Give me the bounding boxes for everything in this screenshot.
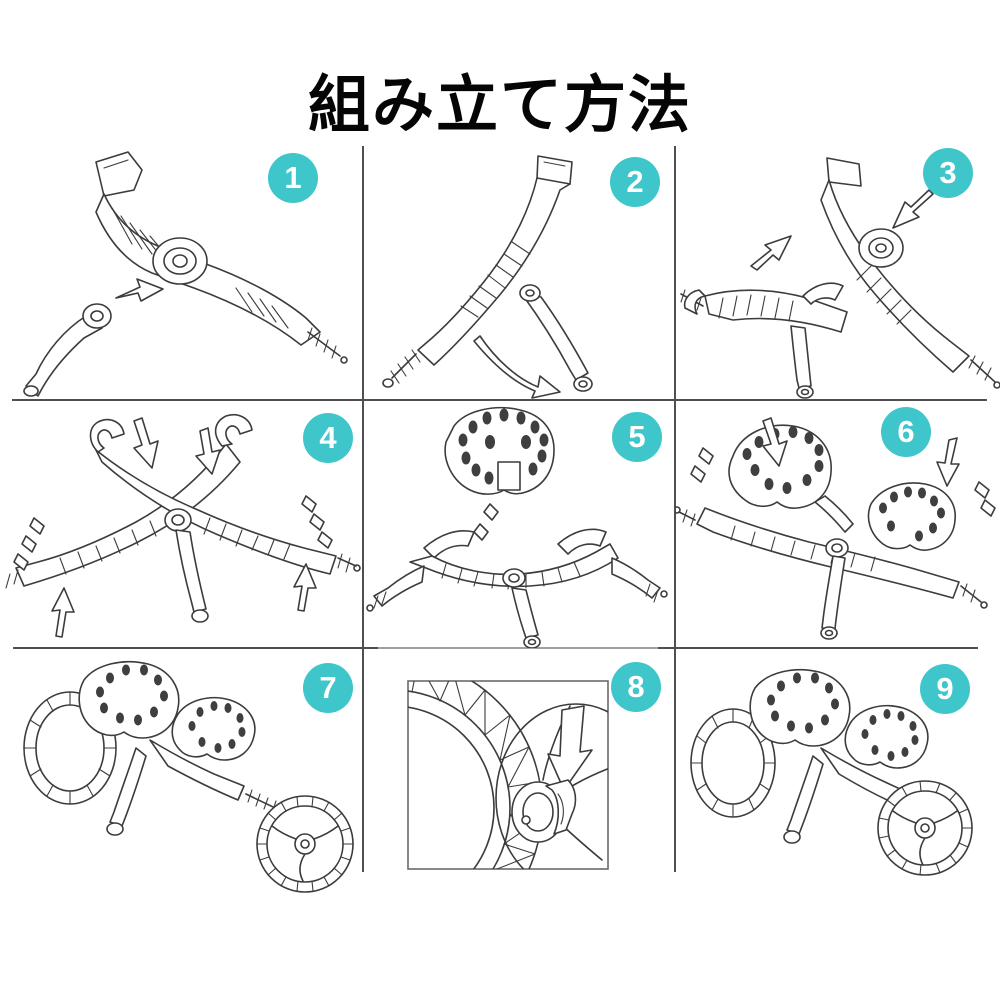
step-5-illustration [366,406,668,648]
step-9-illustration [690,668,973,876]
step-3-cell [675,146,1000,400]
step-1-badge: 1 [268,153,318,203]
step-1-illustration [23,151,348,397]
step-5-cell [362,400,674,648]
grid-line-vertical-1 [362,146,364,872]
step-2-cell [362,146,674,400]
grid-line-vertical-2 [674,146,676,872]
step-4-cell [0,400,363,648]
step-3-illustration [680,157,1000,399]
step-8-cell [362,648,674,900]
step-7-illustration [23,660,354,893]
step-6-cell [675,400,1000,648]
step-4-badge: 4 [303,413,353,463]
step-4-illustration [5,414,361,638]
grid-line-horizontal-2-right [658,647,978,649]
step-9-badge: 9 [920,664,970,714]
grid-line-horizontal-2-middle [378,647,658,649]
step-7-cell [0,648,363,900]
step-8-illustration [407,680,609,870]
step-7-badge: 7 [303,663,353,713]
step-6-badge: 6 [881,407,931,457]
step-6-illustration [675,417,996,640]
step-8-badge: 8 [611,662,661,712]
step-1-cell [0,146,363,400]
step-2-illustration [382,155,593,399]
step-3-badge: 3 [923,148,973,198]
step-5-badge: 5 [612,412,662,462]
step-2-badge: 2 [610,157,660,207]
grid-line-horizontal-1 [12,399,987,401]
grid-line-horizontal-2-left [13,647,378,649]
page-title: 組み立て方法 [307,67,692,141]
step-9-cell [675,648,1000,900]
